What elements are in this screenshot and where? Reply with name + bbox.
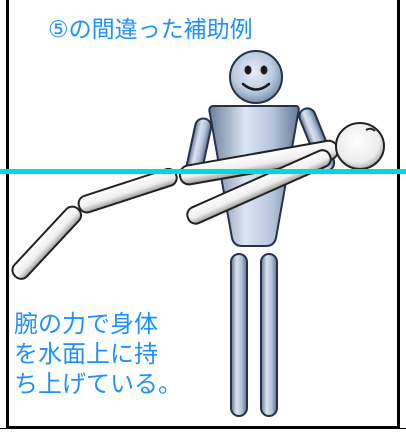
rescuer-left-eye [244, 65, 252, 75]
victim-arm [186, 149, 332, 225]
diagram-title: ⑤の間違った補助例 [48, 17, 253, 43]
caption-line: ち上げている。 [14, 370, 182, 398]
frame-border [6, 0, 400, 429]
rescuer-right-eye [260, 65, 268, 75]
frame-bottom-line [0, 428, 406, 429]
rescuer-mouth [241, 82, 271, 91]
victim-head [335, 122, 385, 170]
water-surface-line [0, 169, 406, 174]
caption-line: を水面上に持 [14, 340, 158, 368]
victim-lower-leg [11, 205, 83, 280]
rescuer-figure [184, 50, 336, 417]
rescuer-head [229, 50, 283, 104]
rescuer-torso [208, 105, 300, 247]
rescuer-left-leg [230, 253, 248, 417]
rescuer-right-leg [260, 253, 278, 417]
victim-upper-leg [77, 167, 178, 214]
caption-line: 腕の力で身体 [14, 310, 158, 338]
victim-eye [365, 127, 376, 132]
caption-text: 腕の力で身体 を水面上に持 ち上げている。 [14, 309, 194, 399]
